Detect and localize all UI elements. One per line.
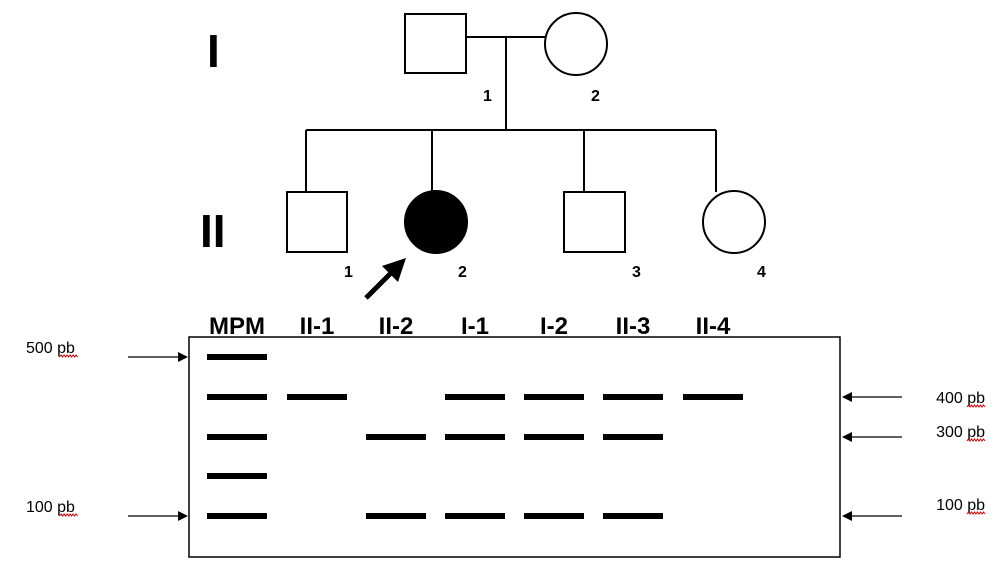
band-mpm-100 — [207, 513, 267, 519]
individual-ii-3-male-symbol — [563, 191, 626, 253]
band-ii-3-300 — [603, 434, 663, 440]
marker-label-right-100: 100 pb — [936, 497, 985, 514]
individual-i-1-number: 1 — [483, 88, 492, 105]
band-ii-2-300 — [366, 434, 426, 440]
lane-label-ii-2: II-2 — [379, 313, 414, 340]
spellcheck-squiggle — [966, 511, 986, 515]
marker-arrow-left-500-arrowhead-icon — [178, 352, 188, 362]
generation-label-i: I — [207, 25, 220, 77]
band-i-1-100 — [445, 513, 505, 519]
band-i-1-300 — [445, 434, 505, 440]
individual-i-2-female-symbol — [544, 12, 608, 76]
marker-label-left-500: 500 pb — [26, 340, 75, 357]
individual-ii-4-female-symbol — [702, 190, 766, 254]
band-mpm-500 — [207, 354, 267, 360]
band-i-2-400 — [524, 394, 584, 400]
marker-arrow-right-400-arrowhead-icon — [842, 392, 852, 402]
band-mpm-300 — [207, 434, 267, 440]
individual-i-2-number: 2 — [591, 88, 600, 105]
marker-label-right-400: 400 pb — [936, 390, 985, 407]
band-ii-3-100 — [603, 513, 663, 519]
marker-label-left-100: 100 pb — [26, 499, 75, 516]
lane-label-mpm: MPM — [209, 313, 265, 340]
individual-ii-2-number: 2 — [458, 264, 467, 281]
marker-label-right-300: 300 pb — [936, 424, 985, 441]
lane-label-i-1: I-1 — [461, 313, 489, 340]
generation-label-ii: II — [200, 205, 226, 257]
marker-arrow-right-100-arrowhead-icon — [842, 511, 852, 521]
band-i-2-100 — [524, 513, 584, 519]
spellcheck-squiggle — [966, 438, 986, 442]
band-ii-2-100 — [366, 513, 426, 519]
lane-label-ii-3: II-3 — [616, 313, 651, 340]
gel-box — [188, 336, 841, 558]
individual-ii-2-affected-female-symbol — [404, 190, 468, 254]
band-ii-1-400 — [287, 394, 347, 400]
band-mpm-200 — [207, 473, 267, 479]
band-i-2-300 — [524, 434, 584, 440]
gel-bands — [207, 354, 743, 519]
band-mpm-400 — [207, 394, 267, 400]
lane-label-ii-4: II-4 — [696, 313, 731, 340]
lane-labels: MPM II-1 II-2 I-1 I-2 II-3 II-4 — [209, 313, 731, 340]
spellcheck-squiggle — [59, 354, 78, 358]
lane-label-ii-1: II-1 — [300, 313, 335, 340]
size-markers: 500 pb 100 pb 400 pb 300 pb 100 pb — [26, 340, 986, 521]
individual-ii-1-number: 1 — [344, 264, 353, 281]
individual-ii-3-number: 3 — [632, 264, 641, 281]
band-ii-3-400 — [603, 394, 663, 400]
pedigree-lines — [305, 36, 717, 192]
individual-i-1-male-symbol — [404, 13, 467, 74]
individual-ii-1-male-symbol — [286, 191, 348, 253]
proband-arrow-icon — [364, 258, 406, 300]
marker-arrow-left-100-arrowhead-icon — [178, 511, 188, 521]
marker-arrow-right-300-arrowhead-icon — [842, 432, 852, 442]
individual-ii-4-number: 4 — [757, 264, 766, 281]
spellcheck-squiggle — [966, 404, 986, 408]
band-ii-4-400 — [683, 394, 743, 400]
lane-label-i-2: I-2 — [540, 313, 568, 340]
band-i-1-400 — [445, 394, 505, 400]
spellcheck-squiggle — [59, 513, 78, 517]
